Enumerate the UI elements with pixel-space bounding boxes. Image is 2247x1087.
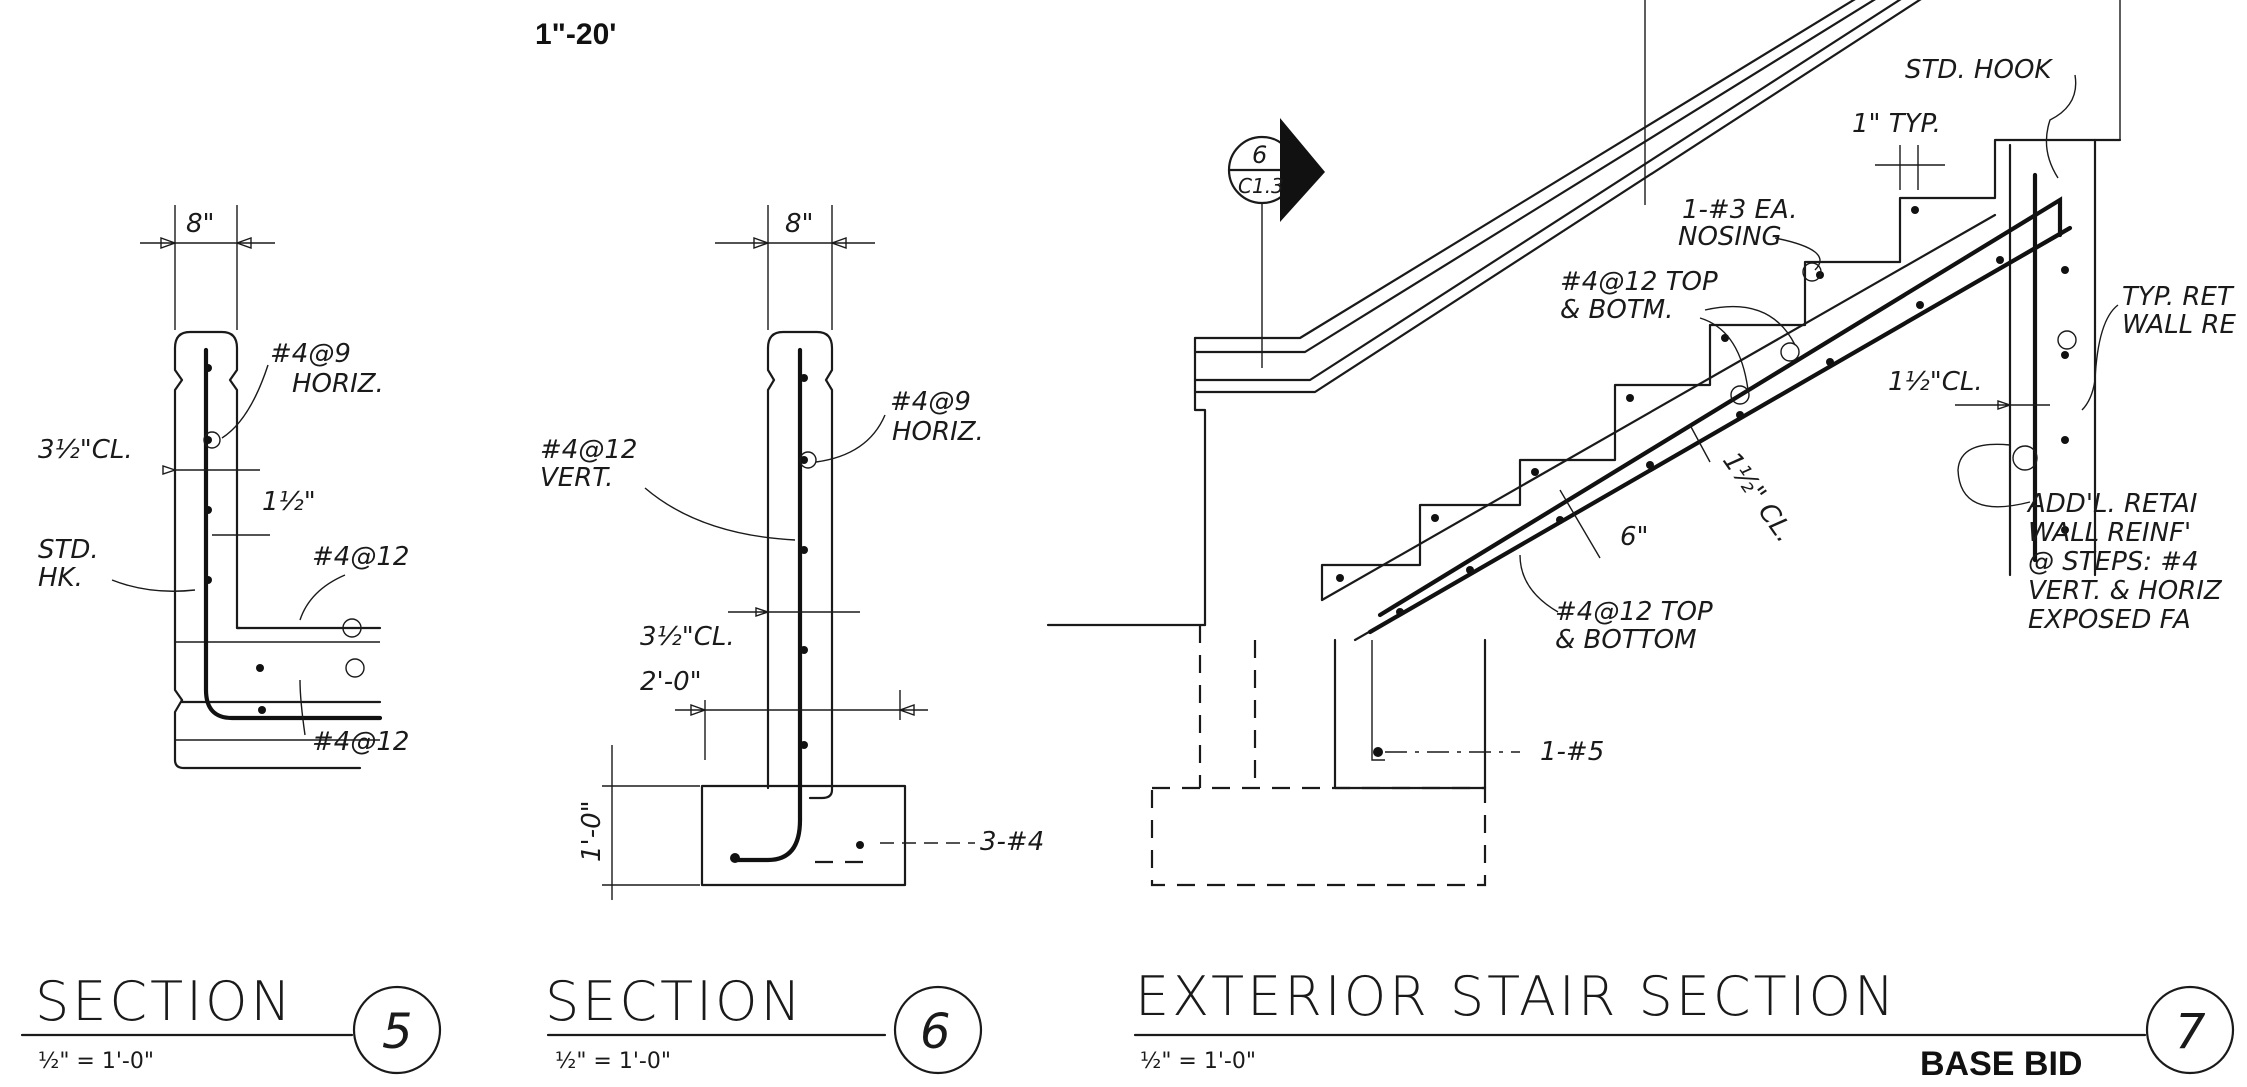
s7-base-bid: BASE BID [1920,1045,2082,1083]
s7-addl-note-2: WALL REINF' [2028,518,2191,548]
s6-vert-note: #4@12 [540,435,637,465]
s6-cl-note: 3½"CL. [640,622,735,652]
s6-dim-offset: 2'-0" [640,667,702,697]
s7-top-bottom-note: #4@12 TOP [1555,597,1713,627]
s7-cl-note: 1½"CL. [1888,367,1983,397]
s7-addl-note-4: VERT. & HORIZ [2028,576,2223,606]
s5-horiz-note-2: HORIZ. [292,369,384,399]
s7-callout-top: 6 [1252,141,1267,169]
s7-nosing-note: 1-#3 EA. [1682,195,1797,225]
s6-title: SECTION [545,970,804,1033]
s7-scale: ½" = 1'-0" [1140,1049,1256,1074]
s7-typ-ret-note: TYP. RET [2122,282,2235,312]
s7-addl-note-3: @ STEPS: #4 [2028,547,2199,577]
s5-hook-note: STD. [38,535,99,565]
s7-title: EXTERIOR STAIR SECTION [1135,965,1897,1028]
section-6-detail: 8" #4@9 HORIZ. #4@12 VERT. 3½"CL. 2'-0" … [540,205,1044,1075]
s7-typ-note: 1" TYP. [1852,109,1941,139]
s7-top-botm-note: #4@12 TOP [1560,267,1718,297]
s6-vert-note-2: VERT. [540,463,613,493]
s7-section-marker [2145,985,2235,1075]
s6-number: 6 [920,1004,951,1060]
s5-number: 5 [382,1004,413,1060]
s5-hook-note-2: HK. [38,563,83,593]
scale-note: 1"-20' [535,18,616,51]
s5-cl2-note: 1½" [262,487,316,517]
s5-cl-note: 3½"CL. [38,435,133,465]
section-5-detail: 8" #4@9 HORIZ. 3½"CL. 1½" STD. HK. #4@12… [20,205,442,1075]
s5-scale: ½" = 1'-0" [38,1049,154,1074]
s7-footing-bar: 1-#5 [1540,737,1604,767]
s6-dim-width: 8" [785,209,814,239]
s6-horiz-note: #4@9 [890,387,971,417]
s5-bar-top: #4@12 [312,542,409,572]
s7-slab-cl: 1½" CL. [1716,447,1800,548]
s7-nosing-note-2: NOSING [1678,222,1782,252]
s5-title: SECTION [35,970,294,1033]
s7-slab-thick: 6" [1620,522,1649,552]
s6-bars-note: 3-#4 [980,827,1044,857]
section-7-detail: 6 C1.3 STD. HOOK 1" TYP. 1-#3 EA. NOSING… [1046,0,2237,1083]
s7-typ-ret-note-2: WALL RE [2122,310,2237,340]
s6-scale: ½" = 1'-0" [555,1049,671,1074]
s6-horiz-note-2: HORIZ. [892,417,984,447]
s5-horiz-note: #4@9 [270,339,351,369]
s5-section-marker [352,985,442,1075]
s7-top-botm-note-2: & BOTM. [1560,295,1673,325]
s5-bar-bottom: #4@12 [312,727,409,757]
s5-dim-width: 8" [186,209,215,239]
s7-addl-note-1: ADD'L. RETAI [2026,489,2197,519]
s7-number: 7 [2175,1004,2206,1060]
s6-dim-height: 1'-0" [577,800,607,862]
s7-callout-bottom: C1.3 [1238,174,1284,198]
s6-section-marker [893,985,983,1075]
s7-top-bottom-note-2: & BOTTOM [1555,625,1697,655]
s7-std-hook: STD. HOOK [1905,55,2053,85]
s7-addl-note-5: EXPOSED FA [2028,605,2191,635]
